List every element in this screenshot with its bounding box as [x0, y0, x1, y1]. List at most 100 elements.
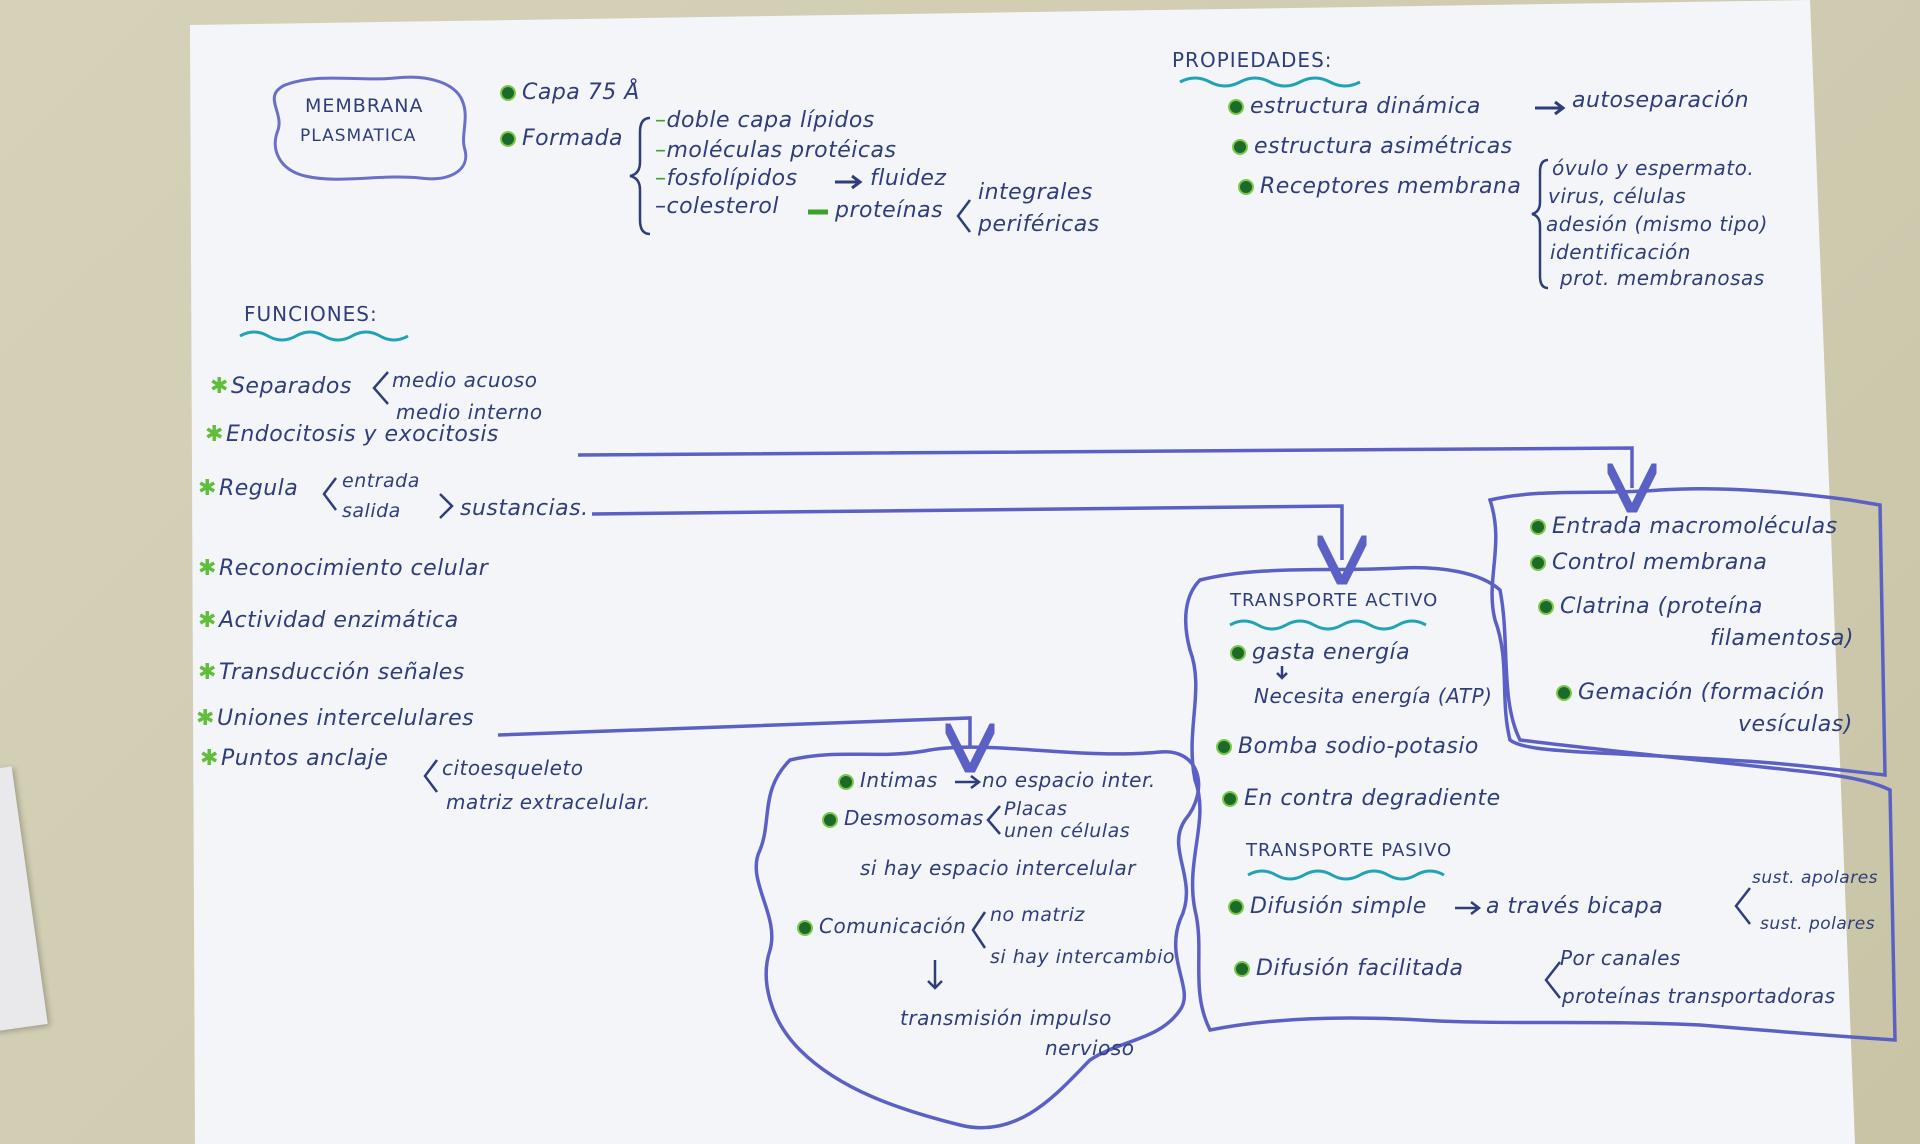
proteinas-perifericas: periféricas: [978, 212, 1100, 237]
contra-text: En contra degradiente: [1244, 786, 1501, 811]
regula-sub-2: salida: [342, 500, 401, 522]
funcion-text: Puntos anclaje: [220, 746, 389, 771]
funcion-text: Endocitosis y exocitosis: [225, 422, 499, 447]
formada-text: Formada: [522, 126, 624, 151]
espacio-text: si hay espacio intercelular: [860, 856, 1136, 880]
regula-sub-1: entrada: [342, 470, 420, 492]
bicapa-chevron: [1734, 887, 1751, 925]
funcion-transduccion: ✱Transducción señales: [198, 660, 465, 685]
funciones-underline: [239, 330, 409, 342]
funcion-text: Uniones intercelulares: [216, 706, 475, 731]
desmosomas-sub-2: unen células: [1004, 820, 1131, 842]
comunicacion-item: Comunicación: [797, 914, 966, 938]
autoseparacion-arrow: [1535, 100, 1566, 116]
star-icon: ✱: [198, 556, 217, 581]
puntos-chevron: [423, 759, 438, 793]
gasta-down-arrow: [1276, 666, 1288, 680]
funcion-text: Regula: [218, 476, 299, 501]
comunicacion-sub-1: no matriz: [990, 904, 1085, 926]
transporte-box-outline: [1183, 565, 1897, 1042]
endocitosis-item-4: Gemación (formación: [1556, 680, 1825, 705]
component-text: moléculas protéicas: [666, 138, 897, 163]
funcion-puntos: ✱Puntos anclaje: [200, 746, 388, 771]
bullet-icon: [1232, 139, 1248, 155]
a-traves-text: a través bicapa: [1486, 894, 1664, 919]
bomba-text: Bomba sodio-potasio: [1238, 734, 1479, 759]
proteinas-text: proteínas: [835, 198, 944, 223]
star-icon: ✱: [200, 746, 219, 771]
star-icon: ✱: [198, 660, 217, 685]
clatrina-cont: filamentosa): [1710, 626, 1854, 651]
bullet-icon: [1222, 791, 1238, 807]
difusion-arrow: [1455, 901, 1482, 915]
membrana-component-4: –colesterol: [655, 194, 779, 219]
facilitada-sub-1: Por canales: [1560, 946, 1681, 970]
receptor-sub-1: óvulo y espermato.: [1552, 156, 1755, 180]
bullet-icon: [1228, 899, 1244, 915]
uniones-box-outline: [754, 745, 1201, 1130]
bicapa-sub-2: sust. polares: [1760, 914, 1876, 934]
membrana-component-2: –moléculas protéicas: [655, 138, 897, 163]
formada-brace: [629, 116, 651, 236]
comunicacion-chevron: [971, 911, 987, 949]
separados-sub-2: medio interno: [396, 400, 543, 424]
receptor-sub-3: adesión (mismo tipo): [1546, 212, 1768, 236]
funcion-actividad: ✱Actividad enzimática: [198, 608, 459, 633]
gasta-text: gasta energía: [1252, 640, 1411, 665]
star-icon: ✱: [198, 608, 217, 633]
puntos-sub-2: matriz extracelular.: [446, 790, 651, 814]
regula-chevron-right: [439, 493, 454, 519]
intimas-text: Intimas: [860, 768, 938, 792]
transporte-pasivo-title: TRANSPORTE PASIVO: [1246, 840, 1453, 861]
membrana-title-line1: MEMBRANA: [305, 95, 424, 117]
star-icon: ✱: [210, 374, 229, 399]
component-text: colesterol: [666, 194, 779, 219]
endocitosis-text: Entrada macromoléculas: [1552, 514, 1838, 539]
bullet-icon: [1216, 739, 1232, 755]
facilitada-text: Difusión facilitada: [1256, 956, 1464, 981]
propiedad-text: Receptores membrana: [1260, 174, 1522, 199]
nervioso-text: nervioso: [1045, 1036, 1135, 1060]
component-text: doble capa lípidos: [666, 108, 875, 133]
activo-contra-item: En contra degradiente: [1222, 786, 1501, 811]
funcion-text: Reconocimiento celular: [218, 556, 489, 581]
bullet-icon: [1556, 685, 1572, 701]
pasivo-simple-item: Difusión simple: [1228, 894, 1427, 919]
propiedad-2: estructura asimétricas: [1232, 134, 1513, 159]
comunicacion-down-arrow: [927, 960, 943, 990]
propiedad-text: estructura asimétricas: [1254, 134, 1513, 159]
transporte-activo-title: TRANSPORTE ACTIVO: [1230, 590, 1439, 611]
separados-chevron: [372, 371, 389, 405]
bullet-icon: [1530, 555, 1546, 571]
desmosomas-chevron: [986, 805, 1001, 835]
endocitosis-connector-arrow: [577, 446, 1632, 488]
endocitosis-item-3: Clatrina (proteína: [1538, 594, 1763, 619]
comunicacion-sub-2: si hay intercambio: [990, 946, 1176, 968]
sustancias-text: sustancias.: [460, 496, 589, 521]
capa-text: Capa 75 Å: [522, 80, 640, 105]
propiedad-3: Receptores membrana: [1238, 174, 1521, 199]
bullet-icon: [500, 131, 516, 147]
membrana-component-1: –doble capa lípidos: [655, 108, 875, 133]
pasivo-underline: [1247, 869, 1445, 881]
autoseparacion-text: autoseparación: [1572, 88, 1750, 113]
membrana-title-line2: PLASMATICA: [300, 126, 417, 146]
necesita-text: Necesita energía (ATP): [1254, 684, 1493, 708]
funcion-reconocimiento: ✱Reconocimiento celular: [198, 556, 488, 581]
gemacion-cont: vesículas): [1738, 712, 1853, 737]
propiedad-1: estructura dinámica: [1228, 94, 1481, 119]
membrana-component-3: –fosfolípidos: [655, 166, 798, 191]
funcion-text: Actividad enzimática: [218, 608, 459, 633]
receptores-brace: [1531, 158, 1549, 290]
membrana-cloud-outline: [272, 75, 468, 181]
bullet-icon: [1234, 961, 1250, 977]
receptor-sub-2: virus, células: [1548, 184, 1687, 208]
bullet-icon: [1228, 99, 1244, 115]
propiedad-text: estructura dinámica: [1250, 94, 1481, 119]
bullet-icon: [797, 919, 813, 936]
puntos-sub-1: citoesqueleto: [442, 756, 584, 780]
activo-underline: [1229, 619, 1427, 631]
proteinas-integrales: integrales: [978, 180, 1093, 205]
activo-gasta-item: gasta energía: [1230, 640, 1410, 665]
